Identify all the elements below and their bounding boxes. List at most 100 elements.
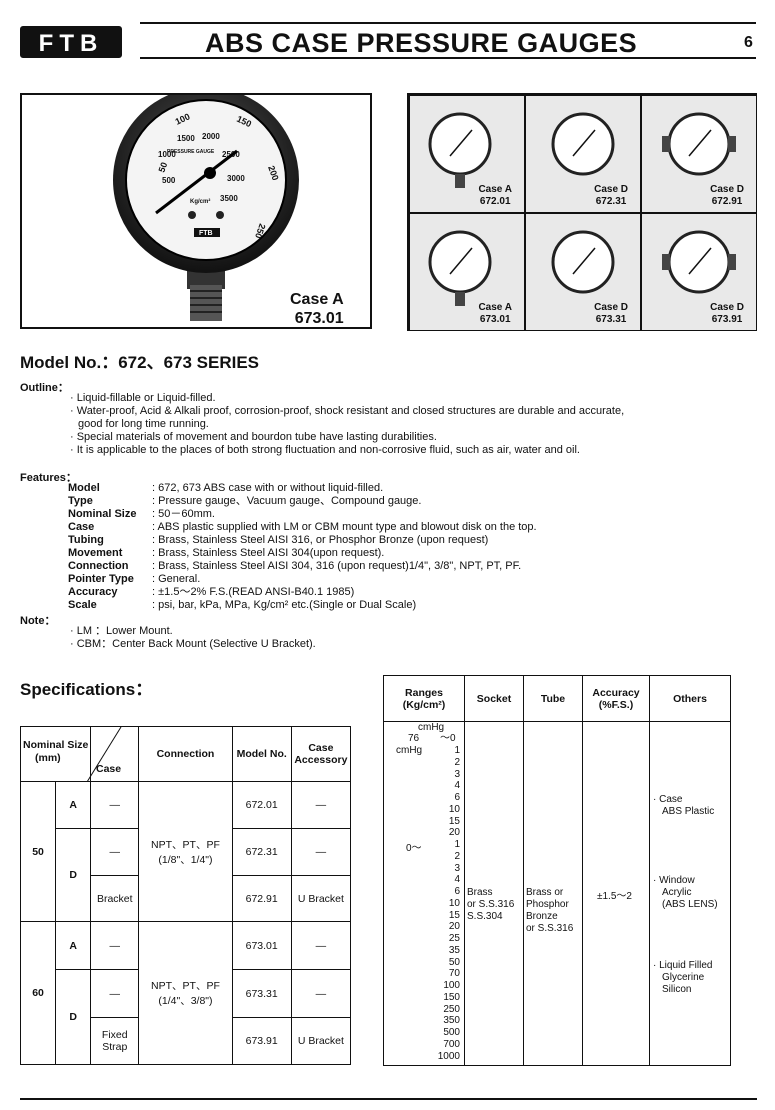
dial-outer-50: 50 (156, 161, 169, 174)
dial-outer-250: 250 (253, 222, 268, 240)
outline-bullet-4: · It is applicable to the places of both… (70, 444, 580, 456)
range-spec-table: Ranges(Kg/cm²) Socket Tube Accuracy(%F.S… (383, 675, 731, 1066)
header-model-no: Model No. (231, 726, 292, 782)
dial-screw-right (216, 211, 224, 219)
case-d: D (55, 828, 92, 922)
feature-row: Accuracy: ±1.5～2% F.S.(READ ANSI-B40.1 1… (68, 586, 355, 598)
feature-row: Pointer Type: General. (68, 573, 201, 585)
gauge-needle (155, 149, 238, 215)
model-no: 672.01 (231, 781, 292, 829)
feature-row: Case: ABS plastic supplied with LM or CB… (68, 521, 537, 533)
gauge-illustration: 50 100 150 200 250 500 1000 1500 2000 25… (113, 87, 299, 321)
top-rule (140, 22, 756, 24)
accessory-bracket: Bracket (90, 875, 140, 922)
model-spec-table: Nominal Size (mm) Case Connection Model … (19, 726, 352, 1065)
features-label: Features： (20, 472, 77, 484)
page-title: ABS CASE PRESSURE GAUGES (205, 28, 638, 58)
feature-row: Connection: Brass, Stainless Steel AISI … (68, 560, 522, 572)
dial-brand-text: FTB (199, 230, 213, 237)
page-number: 6 (744, 34, 753, 51)
dial-center-text: PRESSURE GAUGE (167, 149, 215, 155)
feature-row: Tubing: Brass, Stainless Steel AISI 316,… (68, 534, 489, 546)
outline-bullet-2-cont: good for long time running. (78, 418, 209, 430)
connection-50: NPT、PT、PF(1/8"、1/4") (138, 781, 233, 922)
feature-row: Type: Pressure gauge、Vacuum gauge、Compou… (68, 495, 422, 507)
diagonal-divider (86, 727, 122, 782)
header-connection: Connection (138, 726, 233, 782)
outline-bullet-2: · Water-proof, Acid & Alkali proof, corr… (70, 405, 625, 417)
ftb-logo: FTB (20, 26, 122, 58)
gauge-thumb-icon (551, 112, 615, 176)
specifications-heading: Specifications： (20, 680, 153, 699)
dial-inner-1500: 1500 (177, 134, 195, 143)
feature-row: Nominal Size: 50－60mm. (68, 508, 215, 520)
main-photo-caption: Case A 673.01 (290, 290, 344, 328)
header-others: Others (649, 675, 731, 722)
dial-inner-3500: 3500 (220, 194, 238, 203)
case-d: D (55, 969, 92, 1065)
feature-row: Movement: Brass, Stainless Steel AISI 30… (68, 547, 385, 559)
dial-inner-2000: 2000 (202, 132, 220, 141)
feature-row: Model: 672, 673 ABS case with or without… (68, 482, 384, 494)
outline-label: Outline： (20, 382, 69, 394)
dial-inner-1000: 1000 (158, 150, 176, 159)
model-no: 672.91 (231, 875, 292, 922)
feature-row: Scale: psi, bar, kPa, MPa, Kg/cm² etc.(S… (68, 599, 417, 611)
u-bracket: U Bracket (290, 1017, 352, 1065)
connection-60: NPT、PT、PF(1/4"、3/8") (138, 921, 233, 1065)
dial-screw-left (188, 211, 196, 219)
model-no: 672.31 (231, 828, 292, 876)
size-50: 50 (19, 781, 57, 922)
gauge-thumb-icon (428, 230, 492, 306)
header-ranges: Ranges(Kg/cm²) (383, 675, 465, 722)
main-photo-model: 673.01 (294, 310, 344, 327)
outline-bullet-1: · Liquid-fillable or Liquid-filled. (70, 392, 216, 404)
model-no: 673.31 (231, 969, 292, 1018)
main-gauge-photo: 50 100 150 200 250 500 1000 1500 2000 25… (20, 87, 372, 329)
dial-inner-3000: 3000 (227, 174, 245, 183)
header-socket: Socket (464, 675, 524, 722)
gauge-thumb-icon (662, 112, 736, 176)
header-rule (140, 57, 756, 59)
gauge-thumb-icon (662, 230, 736, 294)
model-no: 673.91 (231, 1017, 292, 1065)
dial-unit: Kg/cm² (190, 198, 210, 205)
model-heading: Model No.：672、673 SERIES (20, 353, 260, 372)
note-item-lm: · LM ：Lower Mount. (70, 625, 173, 637)
case-a: A (55, 781, 92, 829)
needle-hub (204, 167, 216, 179)
dial-inner-500: 500 (162, 176, 176, 185)
header-case-accessory: Case Accessory (290, 726, 352, 782)
main-photo-case: Case A (290, 291, 344, 308)
accuracy-cell: ±1.5～2 (582, 721, 650, 1066)
u-bracket: U Bracket (290, 875, 352, 922)
header-nominal-size: Nominal Size (mm) Case (19, 726, 122, 782)
note-label: Note： (20, 615, 56, 627)
case-a: A (55, 921, 92, 970)
dial-brand-plate (194, 228, 220, 237)
gauge-thumb-icon (551, 230, 615, 294)
size-60: 60 (19, 921, 57, 1065)
outline-bullet-3: · Special materials of movement and bour… (70, 431, 437, 443)
header-accuracy: Accuracy(%F.S.) (582, 675, 650, 722)
dial-outer-200: 200 (266, 164, 281, 182)
bottom-rule (20, 1098, 757, 1100)
gauge-thumb-icon (428, 112, 492, 188)
